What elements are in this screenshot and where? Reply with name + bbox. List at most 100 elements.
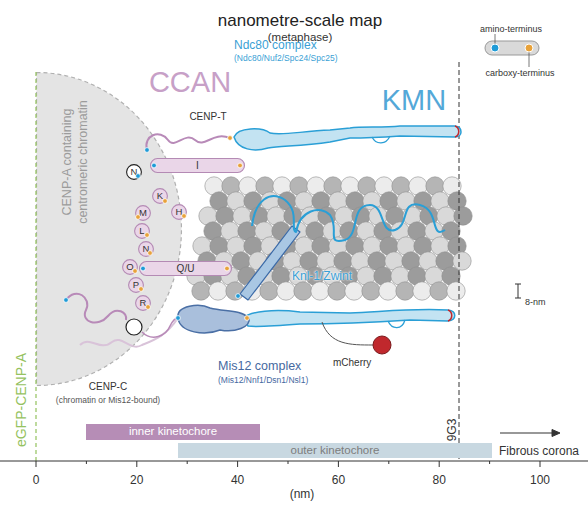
ndc80-tip	[448, 310, 452, 321]
terminus-dot	[225, 266, 230, 271]
axis-tick	[36, 461, 37, 467]
legend-text: amino-terminus	[480, 25, 542, 34]
complex-subunits: (Ndc80/Nuf2/Spc24/Spc25)	[234, 54, 337, 63]
legend-pill	[485, 41, 539, 55]
tubulin-bead	[454, 207, 472, 225]
node-text: inner kinetochore	[129, 426, 217, 438]
circle-outline	[153, 189, 168, 204]
tubulin-bead	[379, 282, 397, 300]
chromatin-region: CENP-A containing centromeric chromatinN…	[36, 72, 182, 386]
circle-outline	[139, 242, 154, 257]
terminus-dot	[136, 215, 141, 220]
terminus-dot	[145, 233, 150, 238]
subunit-pill: I	[150, 158, 245, 173]
protein-name: CENP-T	[189, 112, 226, 122]
legend-text: carboxy-terminus	[485, 69, 554, 78]
group-name: KMN	[382, 86, 446, 115]
region-label: Fibrous corona	[499, 445, 579, 457]
tubulin-bead	[209, 282, 227, 300]
protein-name: CENP-C	[89, 382, 127, 392]
ndc80-complex	[243, 309, 455, 326]
complex-name: Ndc80 complex	[234, 39, 317, 51]
axis-unit: (nm)	[290, 488, 315, 500]
legend-leader	[495, 34, 496, 44]
tubulin-bead	[294, 282, 312, 300]
mcherry-tag	[373, 336, 391, 354]
corona-arrow	[500, 432, 553, 433]
tubulin-bead	[277, 282, 295, 300]
terminus-dot	[176, 316, 181, 321]
reference-label: eGFP-CENP-A	[14, 353, 28, 447]
terminus-dot	[148, 251, 153, 256]
scale-bar	[515, 284, 521, 298]
complex-name: Knl-1/Zwint	[292, 270, 352, 282]
scale-label: 8-nm	[525, 298, 546, 307]
terminus-dot	[139, 287, 144, 292]
legend-swatch	[525, 44, 533, 52]
protein-note: (chromatin or Mis12-bound)	[56, 396, 160, 405]
complex-name: Mis12 complex	[218, 360, 301, 373]
circle-outline	[135, 224, 150, 239]
terminus-ring	[126, 319, 142, 335]
ndc80-complex	[234, 126, 461, 150]
axis-tick	[489, 461, 490, 464]
circle-outline	[129, 278, 144, 293]
axis-tick	[388, 461, 389, 464]
tubulin-bead	[430, 282, 448, 300]
axis-tick	[540, 461, 541, 467]
microtubule	[187, 177, 472, 300]
tubulin-bead	[192, 282, 210, 300]
ndc80-loop	[388, 320, 405, 328]
terminus-dot	[245, 316, 250, 321]
tubulin-bead	[328, 282, 346, 300]
axis-tick-label: 60	[332, 474, 345, 486]
chromatin-outline	[37, 73, 182, 386]
node-outline	[36, 72, 182, 386]
antibody-reference-line	[459, 62, 460, 461]
axis-tick	[439, 461, 440, 467]
tubulin-bead	[413, 282, 431, 300]
axis-tick	[86, 461, 87, 464]
terminus-dot	[152, 163, 157, 168]
terminus-dot	[145, 148, 150, 153]
mcherry-linker	[322, 322, 373, 345]
tubulin-bead	[396, 282, 414, 300]
subunit-pill: Q/U	[139, 261, 232, 276]
mis12-complex	[178, 305, 249, 332]
axis-tick-label: 40	[231, 474, 244, 486]
node-text: L	[139, 226, 144, 236]
circle-outline	[136, 206, 151, 221]
axis-tick	[237, 461, 238, 467]
axis-tick-label: 0	[33, 474, 40, 486]
group-name: CCAN	[149, 68, 231, 97]
figure-title: nanometre-scale map	[218, 12, 382, 29]
tag-name: mCherry	[333, 358, 371, 368]
tubulin-bead	[362, 282, 380, 300]
knl1-chain	[252, 196, 445, 241]
terminus-dot	[228, 136, 233, 141]
tubulin-bead	[260, 282, 278, 300]
terminus-dot	[236, 294, 241, 299]
node-text: CENP-A containing centromeric chromatin	[59, 87, 92, 237]
tubulin-bead	[311, 282, 329, 300]
arrow-head	[552, 430, 560, 437]
ndc80-loop	[372, 136, 390, 143]
axis-tick-label: 20	[130, 474, 143, 486]
axis-line	[0, 461, 588, 462]
circle-outline	[172, 205, 187, 220]
terminus-dot	[133, 269, 138, 274]
tubulin-bead	[453, 252, 471, 270]
terminus-dot	[64, 298, 69, 303]
terminus-dot	[146, 305, 151, 310]
tubulin-bead	[447, 282, 465, 300]
knl1-zwint-rod	[240, 226, 300, 300]
terminus-dot	[163, 199, 168, 204]
circle-outline	[123, 260, 138, 275]
terminus-dot	[136, 174, 141, 179]
axis-tick-label: 80	[433, 474, 446, 486]
node-text: K	[157, 191, 163, 201]
axis-tick-label: 100	[530, 474, 550, 486]
node-text: I	[196, 161, 199, 171]
node-text: P	[133, 280, 139, 290]
